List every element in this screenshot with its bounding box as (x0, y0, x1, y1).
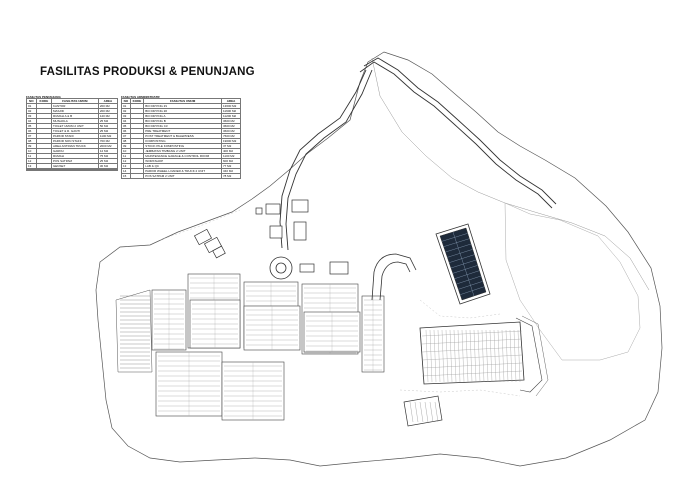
workshop-bay-line (424, 401, 429, 423)
contour-lines (159, 209, 521, 397)
table-row (26, 169, 119, 171)
compost-bay-line (445, 329, 449, 383)
ramp-road (371, 253, 417, 301)
compost-bay-line (465, 329, 469, 383)
access-road (279, 57, 557, 251)
compost-bay-line (509, 329, 513, 383)
truck-parking-left (115, 289, 153, 373)
workshop-building (403, 395, 443, 427)
compost-bay-line (493, 329, 497, 383)
upper-area-boundary (371, 57, 650, 291)
compost-row-line (421, 346, 523, 353)
solar-panel-array (435, 223, 491, 305)
compost-row-line (421, 370, 523, 377)
workshop-bay-line (434, 401, 439, 423)
compost-bay-line (429, 329, 433, 383)
compost-row-line (421, 354, 523, 361)
production-halls (151, 273, 385, 421)
compost-bay-line (505, 329, 509, 383)
compost-bay-line (517, 329, 521, 383)
site-boundary (95, 51, 663, 467)
entrance-buildings (193, 199, 349, 275)
compost-bay-line (485, 329, 489, 383)
table-cell (35, 169, 52, 171)
inner-plateau-boundary (504, 202, 641, 361)
table-cell (97, 169, 119, 171)
compost-row-line (421, 362, 523, 369)
workshop-bay-line (414, 401, 419, 423)
roundabout (269, 256, 293, 280)
compost-bay-line (481, 329, 485, 383)
table-caption-administratif: FASILITAS ADMINISTRATIF (121, 95, 160, 99)
composting-building (419, 315, 549, 397)
compost-bay-line (425, 329, 429, 383)
compost-bay-line (449, 329, 453, 383)
compost-bay-line (457, 329, 461, 383)
workshop-bay-line (409, 401, 414, 423)
compost-bay-line (489, 329, 493, 383)
compost-row-line (421, 338, 523, 345)
compost-bay-line (453, 329, 457, 383)
compost-bay-line (513, 329, 517, 383)
compost-bay-line (441, 329, 445, 383)
compost-bay-line (437, 329, 441, 383)
compost-bay-line (433, 329, 437, 383)
solar-center-line (452, 231, 475, 297)
page-title: FASILITAS PRODUKSI & PENUNJANG (40, 66, 255, 78)
compost-row-line (421, 330, 523, 337)
table-cell: 78 M2 (220, 173, 242, 179)
compost-bay-line (469, 329, 473, 383)
table-caption-penunjang: FASILITAS PENUNJANG (26, 95, 61, 99)
workshop-bay-line (429, 401, 434, 423)
compost-bay-line (477, 329, 481, 383)
workshop-bay-line (419, 401, 424, 423)
compost-bay-line (461, 329, 465, 383)
